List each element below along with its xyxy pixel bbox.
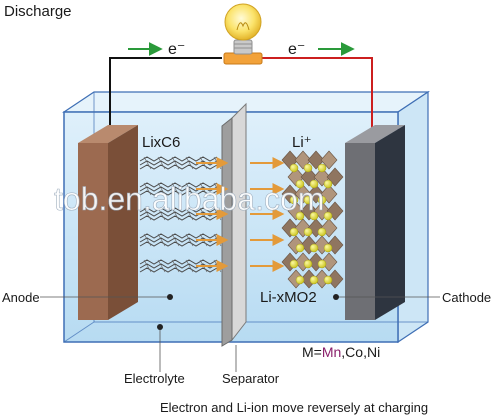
external-circuit [109,57,373,128]
electron-flow-right: e⁻ [288,41,355,58]
lithium-ball [317,227,327,237]
lightbulb-icon [223,3,263,65]
lithium-ball [295,211,305,221]
lithium-ball [295,275,305,285]
anode-label: Anode [2,290,40,305]
watermark-text: tob.en.alibaba.com [54,181,324,217]
lithium-ball [317,259,327,269]
lithium-ball [317,163,327,173]
electron-label-left: e⁻ [168,41,185,58]
metal-oxide-crystals [281,150,344,289]
lithium-ball [303,163,313,173]
li-ion-flow-arrows [196,157,285,272]
diagram-title: Discharge [4,3,72,20]
lithium-ball [309,211,319,221]
oxide-octahedron [320,150,338,170]
lithium-ball [289,163,299,173]
graphite-layers [139,156,222,273]
metals-legend: M=Mn,Co,Ni [302,344,380,360]
lithium-ball [289,195,299,205]
graphite-layer [139,156,222,170]
cathode-electrode [345,125,405,320]
charging-note: Electron and Li-ion move reversely at ch… [160,400,428,415]
electron-flow-left: e⁻ [128,41,185,58]
lithium-ball [323,275,333,285]
lithium-ball [309,275,319,285]
negative-wire [109,57,222,125]
li-ion-label: Li⁺ [292,134,312,151]
positive-wire [262,57,373,128]
lithium-ball [303,227,313,237]
graphite-layer [139,182,222,196]
lithium-ball [289,259,299,269]
oxide-octahedron [326,269,344,289]
cathode-material-label: Li-xMO2 [260,289,317,306]
anode-material-label: LixC6 [142,134,180,151]
graphite-layer [139,233,222,247]
callouts [40,294,440,372]
lithium-ball [303,195,313,205]
lithium-ball [309,243,319,253]
separator-membrane [221,102,247,347]
anode-electrode [78,125,138,320]
lithium-ball [323,179,333,189]
electron-label-right: e⁻ [288,41,305,58]
cathode-label: Cathode [442,290,491,305]
electrolyte-label: Electrolyte [124,371,185,386]
lithium-ball [295,179,305,189]
lithium-ball [289,227,299,237]
lithium-ball [303,259,313,269]
lithium-ball [309,179,319,189]
separator-label: Separator [222,371,280,386]
lithium-ball [295,243,305,253]
lithium-ball [323,243,333,253]
graphite-layer [139,207,222,221]
lithium-ball [323,211,333,221]
lithium-ball [317,195,327,205]
